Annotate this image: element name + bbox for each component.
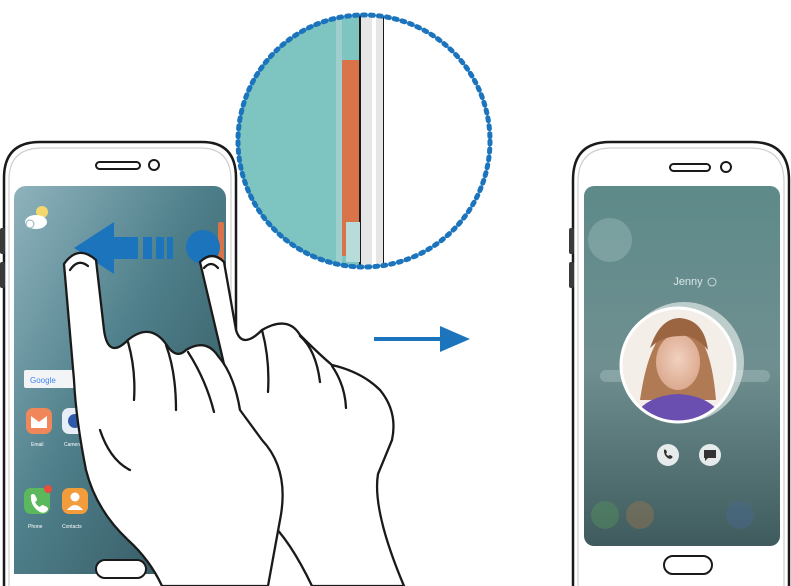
search-bar-text: Google (30, 376, 56, 385)
right-speaker-grille (670, 164, 710, 171)
front-camera (149, 160, 159, 170)
phone-app-label: Phone (28, 524, 43, 530)
right-volume-down-button (569, 262, 574, 288)
volume-down-button (0, 262, 5, 288)
volume-up-button (0, 228, 5, 254)
right-front-camera (721, 162, 731, 172)
right-phone: Jenny (569, 142, 789, 586)
email-app-icon[interactable] (26, 408, 52, 434)
contacts-app-label: Contacts (62, 524, 82, 530)
zoom-callout (236, 14, 496, 274)
email-app-label: Email (31, 442, 44, 448)
right-volume-up-button (569, 228, 574, 254)
speaker-grille (96, 162, 140, 169)
contact-name: Jenny (673, 276, 703, 288)
call-button[interactable] (657, 444, 679, 466)
right-home-button[interactable] (664, 556, 712, 574)
camera-app-label: Camera (64, 442, 82, 448)
left-home-button[interactable] (96, 560, 146, 578)
transition-arrow (374, 326, 470, 352)
